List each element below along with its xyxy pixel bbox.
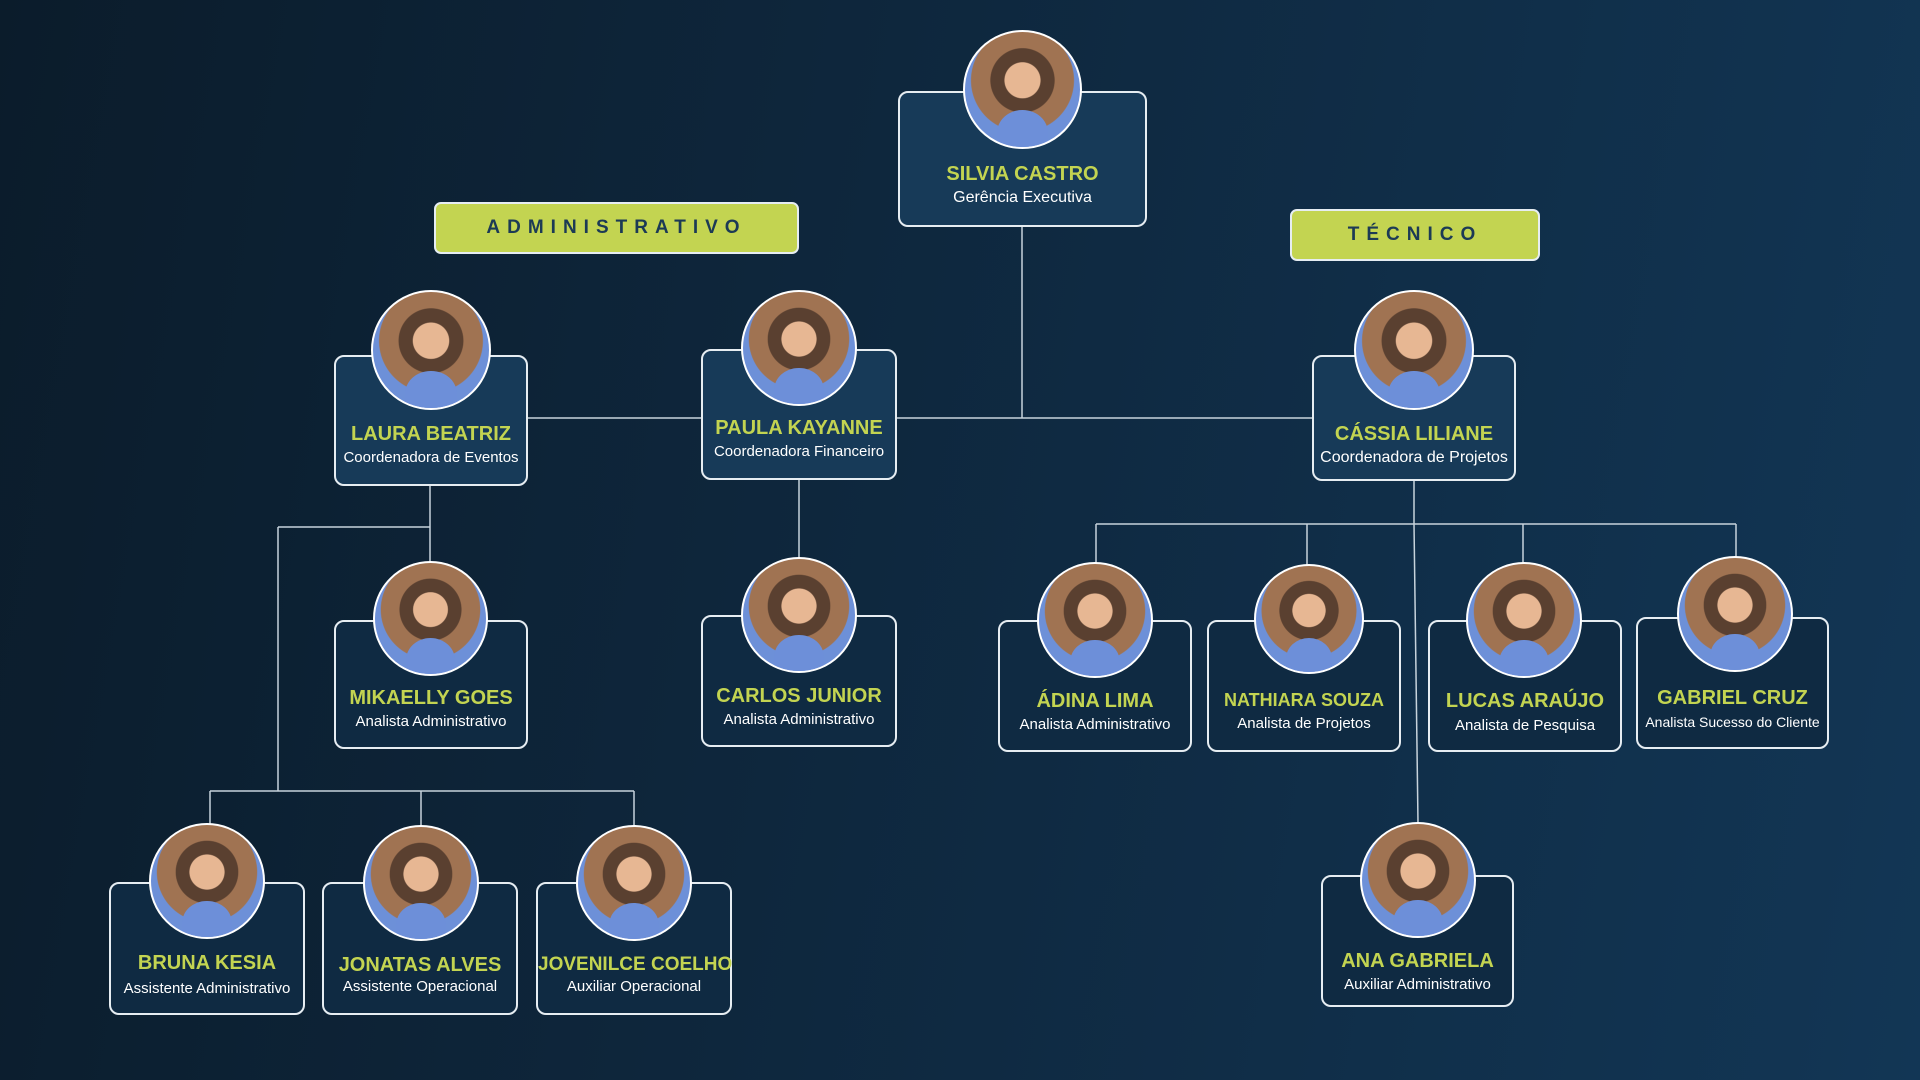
avatar-silvia	[963, 30, 1082, 149]
avatar-nathiara	[1254, 564, 1364, 674]
person-name: CÁSSIA LILIANE	[1334, 423, 1494, 445]
person-role: Assistente Operacional	[342, 978, 498, 995]
person-name: GABRIEL CRUZ	[1657, 687, 1808, 709]
person-card-silvia[interactable]: SILVIA CASTRO Gerência Executiva	[898, 91, 1147, 227]
avatar-ana	[1360, 822, 1476, 938]
person-role: Analista Administrativo	[355, 713, 507, 730]
person-name: MIKAELLY GOES	[349, 687, 513, 709]
person-role: Gerência Executiva	[953, 189, 1092, 206]
avatar-jovenilce	[576, 825, 692, 941]
avatar-paula	[741, 290, 857, 406]
person-role: Analista Administrativo	[1019, 716, 1171, 733]
person-role: Coordenadora Financeiro	[713, 443, 885, 460]
person-name: LAURA BEATRIZ	[351, 423, 511, 445]
person-role: Analista de Projetos	[1237, 715, 1371, 732]
person-name: ÁDINA LIMA	[1036, 690, 1154, 712]
person-role: Coordenadora de Projetos	[1320, 449, 1508, 466]
person-card-lucas[interactable]: LUCAS ARAÚJO Analista de Pesquisa	[1428, 620, 1622, 752]
person-role: Analista de Pesquisa	[1454, 717, 1596, 734]
avatar-adina	[1037, 562, 1153, 678]
person-card-mikaelly[interactable]: MIKAELLY GOES Analista Administrativo	[334, 620, 528, 749]
avatar-jonatas	[363, 825, 479, 941]
person-role: Analista Sucesso do Cliente	[1645, 714, 1820, 730]
avatar-laura	[371, 290, 491, 410]
person-name: JONATAS ALVES	[338, 954, 502, 976]
person-name: NATHIARA SOUZA	[1224, 690, 1384, 710]
person-role: Auxiliar Operacional	[566, 978, 702, 995]
person-role: Assistente Administrativo	[123, 980, 291, 997]
avatar-bruna	[149, 823, 265, 939]
avatar-gabriel	[1677, 556, 1793, 672]
avatar-carlos	[741, 557, 857, 673]
person-role: Analista Administrativo	[723, 711, 875, 728]
person-name: LUCAS ARAÚJO	[1445, 690, 1605, 712]
person-name: BRUNA KESIA	[137, 952, 277, 974]
avatar-lucas	[1466, 562, 1582, 678]
avatar-cassia	[1354, 290, 1474, 410]
avatar-mikaelly	[373, 561, 488, 676]
person-name: SILVIA CASTRO	[946, 163, 1099, 185]
person-name: ANA GABRIELA	[1341, 950, 1494, 972]
person-name: JOVENILCE COELHO	[538, 954, 733, 975]
person-role: Coordenadora de Eventos	[343, 449, 519, 466]
person-name: CARLOS JUNIOR	[716, 685, 882, 707]
person-role: Auxiliar Administrativo	[1344, 976, 1491, 993]
person-name: PAULA KAYANNE	[715, 417, 883, 439]
person-card-jovenilce[interactable]: JOVENILCE COELHO Auxiliar Operacional	[536, 882, 732, 1015]
department-label-administrativo: ADMINISTRATIVO	[434, 202, 799, 254]
department-label-tecnico: TÉCNICO	[1290, 209, 1540, 261]
